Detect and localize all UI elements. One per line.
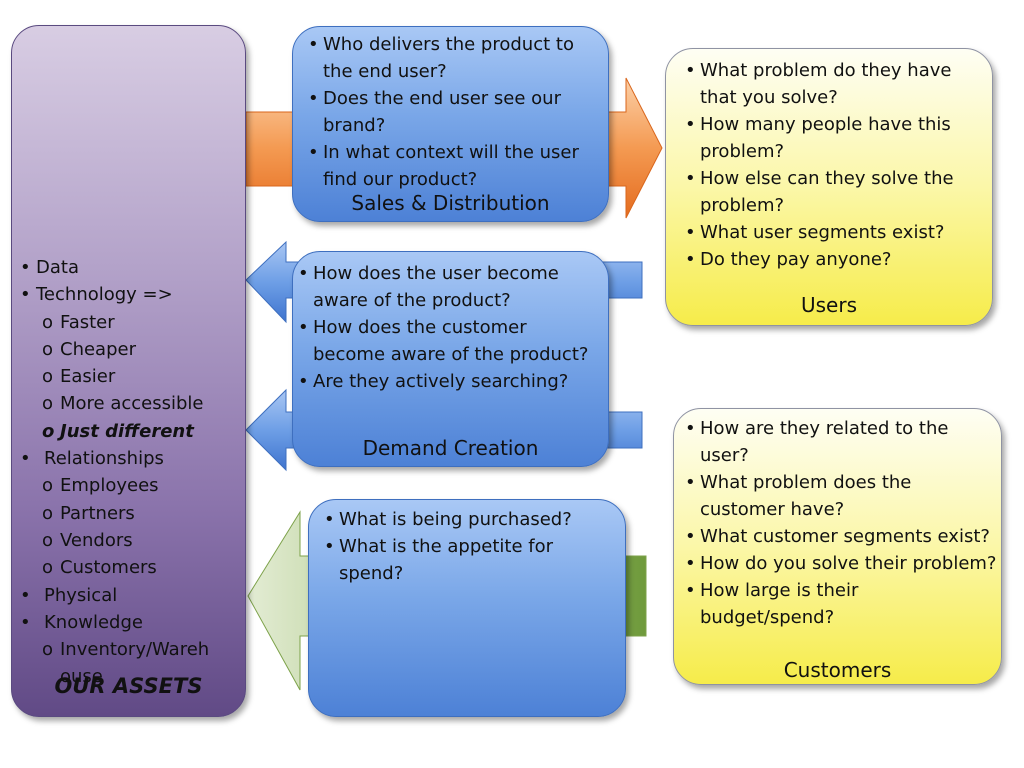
assets-item: Knowledge xyxy=(20,609,246,637)
users-question: How else can they solve the problem? xyxy=(680,165,980,219)
demand-question-list: How does the user become aware of the pr… xyxy=(293,260,601,395)
users-title: Users xyxy=(800,293,857,317)
demand-title: Demand Creation xyxy=(362,436,539,460)
assets-item: Technology => xyxy=(20,281,246,309)
assets-subitem: Just different xyxy=(20,418,246,446)
sales-question-list: Who delivers the product to the end user… xyxy=(303,31,603,193)
customers-question: What customer segments exist? xyxy=(680,523,998,550)
assets-title: OUR ASSETS xyxy=(54,674,203,698)
customers-question: How are they related to the user? xyxy=(680,415,998,469)
customers-question: How do you solve their problem? xyxy=(680,550,998,577)
assets-subitem: Easier xyxy=(20,363,246,391)
demand-question: How does the user become aware of the pr… xyxy=(293,260,601,314)
demand-creation-box: How does the user become aware of the pr… xyxy=(292,251,609,467)
assets-item: Data xyxy=(20,254,246,282)
purchase-question-list: What is being purchased? What is the app… xyxy=(319,506,619,587)
assets-subitem: Vendors xyxy=(20,527,246,555)
users-question: What user segments exist? xyxy=(680,219,980,246)
sales-distribution-box: Who delivers the product to the end user… xyxy=(292,26,609,222)
sales-question: Does the end user see our brand? xyxy=(303,85,603,139)
assets-subitem: Partners xyxy=(20,500,246,528)
customers-box: How are they related to the user? What p… xyxy=(673,408,1002,685)
sales-question: In what context will the user find our p… xyxy=(303,139,603,193)
assets-subitem: Cheaper xyxy=(20,336,246,364)
users-box: What problem do they have that you solve… xyxy=(665,48,993,326)
customers-title: Customers xyxy=(783,658,892,682)
assets-subitem: Customers xyxy=(20,554,246,582)
customers-question: How large is their budget/spend? xyxy=(680,577,998,631)
our-assets-box: Data Technology => Faster Cheaper Easier… xyxy=(11,25,246,717)
users-question: Do they pay anyone? xyxy=(680,246,980,273)
assets-list: Data Technology => Faster Cheaper Easier… xyxy=(20,254,246,691)
assets-item: Physical xyxy=(20,582,246,610)
purchase-question: What is the appetite for spend? xyxy=(319,533,619,587)
purchase-box: What is being purchased? What is the app… xyxy=(308,499,626,717)
users-question: What problem do they have that you solve… xyxy=(680,57,980,111)
assets-item: Relationships xyxy=(20,445,246,473)
users-question: How many people have this problem? xyxy=(680,111,980,165)
assets-subitem: More accessible xyxy=(20,390,246,418)
demand-question: How does the customer become aware of th… xyxy=(293,314,601,368)
assets-subitem: Employees xyxy=(20,472,246,500)
sales-question: Who delivers the product to the end user… xyxy=(303,31,603,85)
assets-subitem: Inventory/Wareh ouse xyxy=(20,636,246,691)
purchase-question: What is being purchased? xyxy=(319,506,619,533)
customers-question: What problem does the customer have? xyxy=(680,469,998,523)
customers-question-list: How are they related to the user? What p… xyxy=(680,415,998,631)
sales-title: Sales & Distribution xyxy=(351,191,550,215)
demand-question: Are they actively searching? xyxy=(293,368,601,395)
users-question-list: What problem do they have that you solve… xyxy=(680,57,980,273)
assets-subitem: Faster xyxy=(20,309,246,337)
